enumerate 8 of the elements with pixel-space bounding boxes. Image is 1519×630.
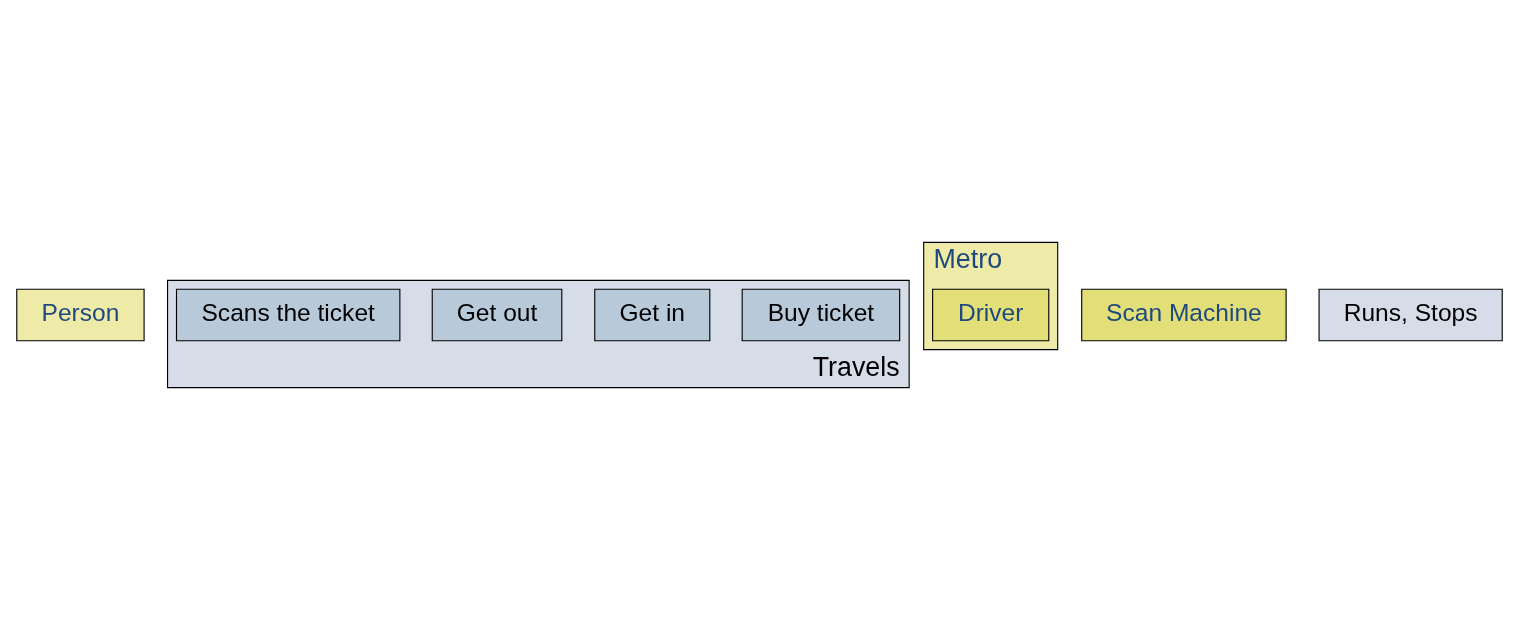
node-box: Get in — [594, 288, 711, 342]
node-box: Get out — [431, 288, 563, 342]
node-box: Driver — [932, 288, 1050, 342]
node-box: Scans the ticket — [175, 288, 401, 342]
node-box: Runs, Stops — [1318, 288, 1503, 342]
node-box: Scan Machine — [1081, 288, 1287, 342]
node-box: Buy ticket — [741, 288, 901, 342]
node-box: Person — [16, 288, 145, 342]
